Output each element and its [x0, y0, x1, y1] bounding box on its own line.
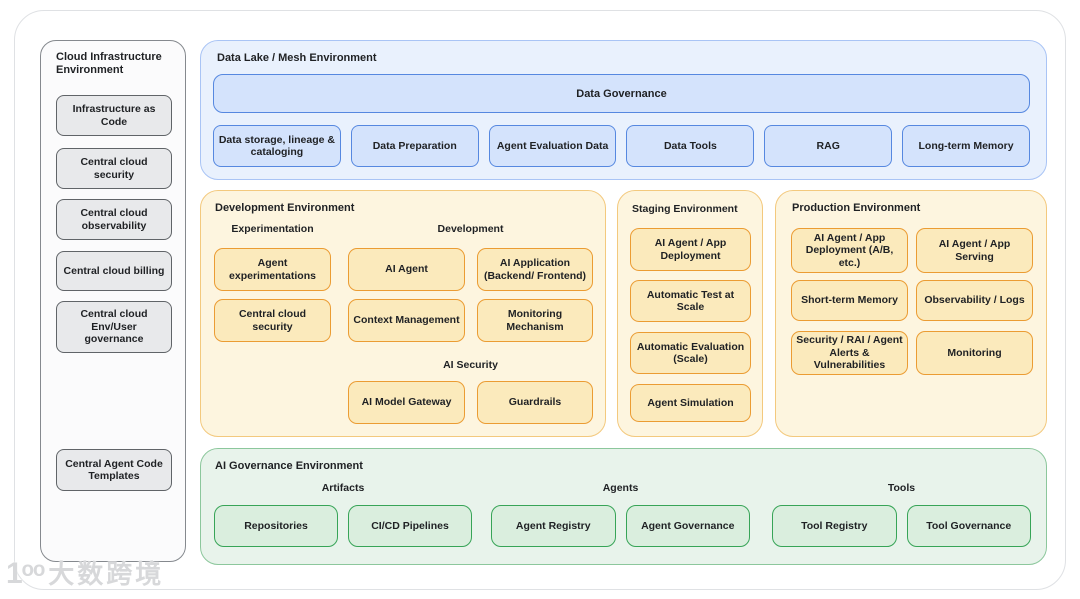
ai-agent-app-deployment-box: AI Agent / App Deployment: [630, 228, 751, 271]
central-cloud-observability-box: Central cloud observability: [56, 199, 172, 240]
development-environment-title: Development Environment: [215, 202, 355, 214]
rag-box: RAG: [764, 125, 893, 167]
short-term-memory-box: Short-term Memory: [791, 280, 908, 321]
prod-deployment-ab-box: AI Agent / App Deployment (A/B, etc.): [791, 228, 908, 273]
cloud-infrastructure-environment: Cloud Infrastructure Environment Infrast…: [40, 40, 186, 562]
ai-security-label: AI Security: [443, 359, 498, 371]
data-governance-bar: Data Governance: [213, 74, 1030, 113]
automatic-test-at-scale-box: Automatic Test at Scale: [630, 280, 751, 322]
agent-evaluation-data-box: Agent Evaluation Data: [488, 125, 617, 167]
monitoring-mechanism-box: Monitoring Mechanism: [477, 299, 593, 342]
ai-governance-title: AI Governance Environment: [215, 460, 363, 472]
cicd-pipelines-box: CI/CD Pipelines: [348, 505, 472, 547]
data-lake-title: Data Lake / Mesh Environment: [217, 52, 377, 64]
tools-label: Tools: [887, 482, 916, 494]
tool-governance-box: Tool Governance: [906, 505, 1031, 547]
central-cloud-security-box: Central cloud security: [56, 148, 172, 189]
agent-simulation-box: Agent Simulation: [630, 384, 751, 422]
security-rai-alerts-box: Security / RAI / Agent Alerts & Vulnerab…: [791, 331, 908, 375]
staging-environment-title: Staging Environment: [632, 203, 738, 215]
agent-registry-box: Agent Registry: [491, 505, 616, 547]
prod-app-serving-box: AI Agent / App Serving: [916, 228, 1033, 273]
ai-governance-environment: AI Governance Environment Artifacts Repo…: [200, 448, 1047, 565]
ai-agent-box: AI Agent: [348, 248, 465, 291]
ai-application-box: AI Application (Backend/ Frontend): [477, 248, 593, 291]
data-lake-box-row: Data storage, lineage & cataloging Data …: [213, 125, 1030, 167]
agent-experimentations-box: Agent experimentations: [214, 248, 331, 291]
staging-environment: Staging Environment AI Agent / App Deplo…: [617, 190, 763, 437]
long-term-memory-box: Long-term Memory: [902, 125, 1030, 167]
infrastructure-as-code-box: Infrastructure as Code: [56, 95, 172, 136]
central-cloud-env-governance-box: Central cloud Env/User governance: [56, 301, 172, 353]
agent-governance-box: Agent Governance: [625, 505, 750, 547]
tool-registry-box: Tool Registry: [772, 505, 897, 547]
central-agent-code-templates-box: Central Agent Code Templates: [56, 449, 172, 491]
observability-logs-box: Observability / Logs: [916, 280, 1033, 321]
data-lake-mesh-environment: Data Lake / Mesh Environment Data Govern…: [200, 40, 1047, 180]
development-label: Development: [437, 223, 504, 235]
watermark-logo-icon: 1ᵒᵒ: [6, 557, 45, 590]
dev-central-cloud-security-box: Central cloud security: [214, 299, 331, 342]
watermark: 1ᵒᵒ 大数跨境: [6, 554, 164, 591]
production-environment: Production Environment AI Agent / App De…: [775, 190, 1047, 437]
central-cloud-billing-box: Central cloud billing: [56, 251, 172, 291]
automatic-evaluation-box: Automatic Evaluation (Scale): [630, 332, 751, 374]
data-preparation-box: Data Preparation: [350, 125, 479, 167]
agents-label: Agents: [602, 482, 639, 494]
guardrails-box: Guardrails: [477, 381, 593, 424]
monitoring-box: Monitoring: [916, 331, 1033, 375]
tools-group: Tools Tool Registry Tool Governance: [772, 449, 1031, 566]
artifacts-group: Artifacts Repositories CI/CD Pipelines: [214, 449, 472, 566]
production-environment-title: Production Environment: [792, 202, 921, 214]
cloud-infrastructure-title: Cloud Infrastructure Environment: [56, 51, 162, 77]
artifacts-label: Artifacts: [321, 482, 365, 494]
ai-model-gateway-box: AI Model Gateway: [348, 381, 465, 424]
data-storage-box: Data storage, lineage & cataloging: [213, 125, 341, 167]
experimentation-label: Experimentation: [231, 223, 314, 235]
repositories-box: Repositories: [214, 505, 338, 547]
agents-group: Agents Agent Registry Agent Governance: [491, 449, 750, 566]
development-environment: Development Environment Experimentation …: [200, 190, 606, 437]
data-tools-box: Data Tools: [626, 125, 755, 167]
context-management-box: Context Management: [348, 299, 465, 342]
watermark-text: 大数跨境: [48, 559, 165, 589]
